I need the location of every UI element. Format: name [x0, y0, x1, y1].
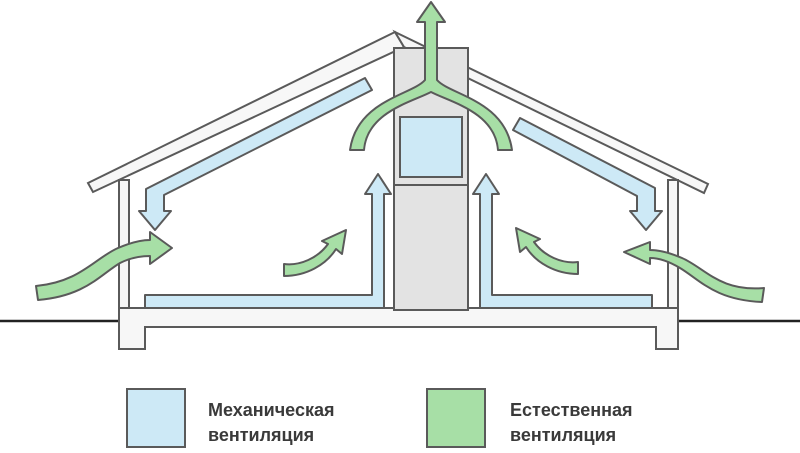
natural-intake-right	[623, 241, 765, 303]
legend-label-natural: Естественная вентиляция	[510, 398, 633, 448]
right-wall	[667, 179, 679, 310]
legend-mechanical-line2: вентиляция	[208, 425, 315, 445]
legend-natural-line1: Естественная	[510, 400, 633, 420]
legend-natural-line2: вентиляция	[510, 425, 617, 445]
legend-mechanical-line1: Механическая	[208, 400, 335, 420]
ventilation-grille	[399, 116, 463, 178]
mechanical-duct-right-roof	[512, 117, 663, 231]
foundation	[118, 307, 679, 350]
natural-exhaust-chimney	[349, 1, 513, 151]
natural-intake-left	[35, 231, 173, 301]
mechanical-duct-left-floor	[144, 173, 392, 309]
roof-left	[86, 30, 406, 194]
mechanical-duct-left-roof	[138, 77, 373, 231]
legend-swatch-natural	[426, 388, 486, 448]
roof-right	[392, 29, 710, 195]
mechanical-duct-right-floor	[472, 173, 653, 309]
natural-curl-left	[283, 229, 347, 277]
natural-curl-right	[515, 227, 579, 275]
legend-label-mechanical: Механическая вентиляция	[208, 398, 334, 448]
legend-swatch-mechanical	[126, 388, 186, 448]
house-ventilation-diagram	[0, 1, 800, 350]
